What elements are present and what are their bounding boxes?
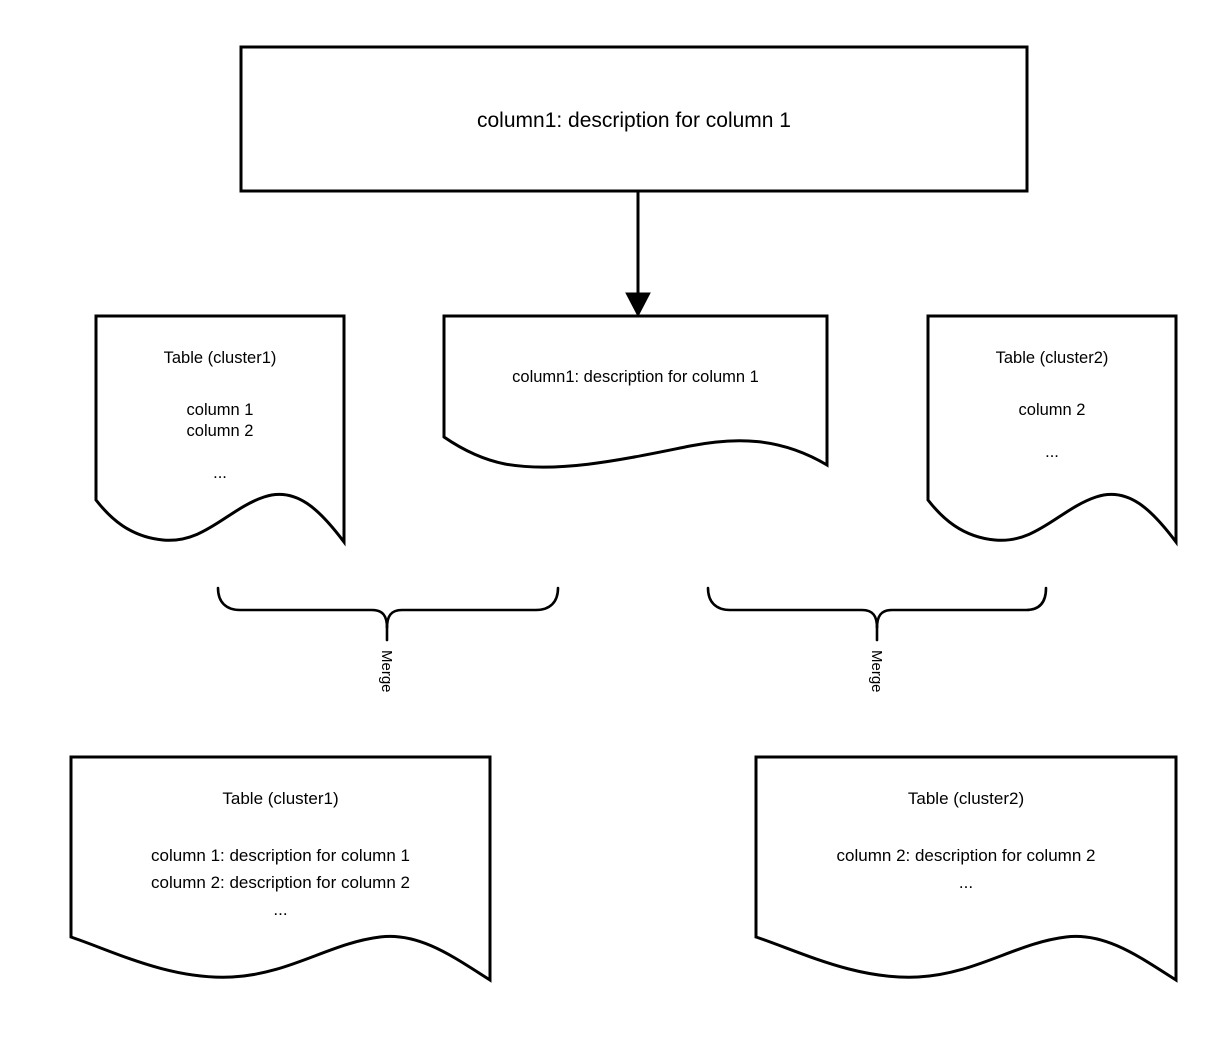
bottom-left-document-shape[interactable] xyxy=(69,755,492,983)
middle-document-shape[interactable] xyxy=(442,314,829,469)
right-document-shape[interactable] xyxy=(926,314,1178,547)
left-merge-label: Merge xyxy=(378,650,395,693)
left-document-shape[interactable] xyxy=(94,314,346,547)
right-merge-label: Merge xyxy=(868,650,885,693)
arrow-head-icon xyxy=(625,292,651,318)
bottom-right-document-shape[interactable] xyxy=(754,755,1178,983)
right-merge-brace xyxy=(706,586,1048,629)
left-merge-brace xyxy=(216,586,560,629)
top-description-box[interactable] xyxy=(239,45,1029,193)
